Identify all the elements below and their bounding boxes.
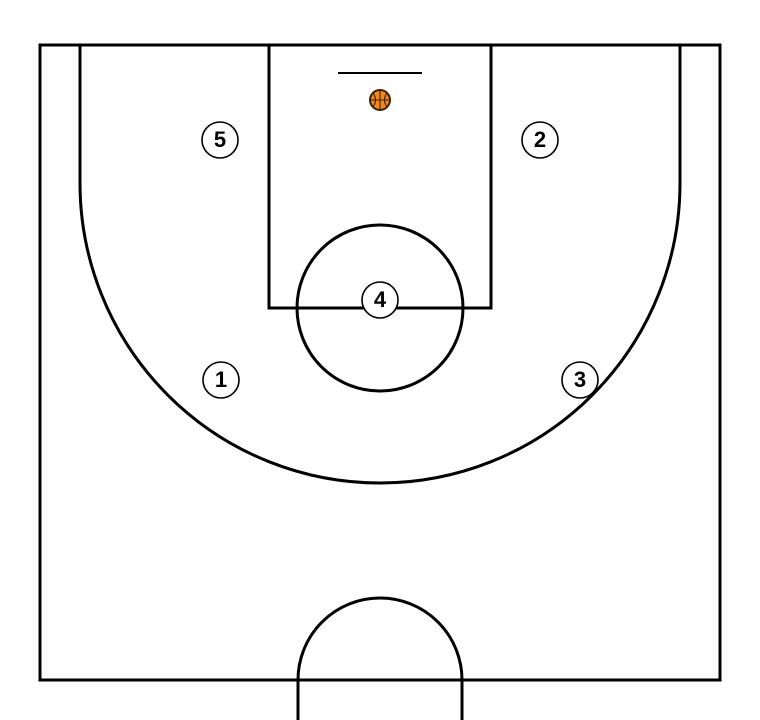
player-5-circle [201, 121, 239, 159]
free-throw-circle [295, 223, 465, 393]
ball-seams [370, 90, 390, 110]
three-point-line [78, 45, 682, 485]
player-4-marker: 4 [361, 281, 399, 319]
player-5-label: 5 [214, 127, 226, 152]
player-2-circle [521, 121, 559, 159]
player-5-marker: 5 [201, 121, 239, 159]
player-2-marker: 2 [521, 121, 559, 159]
player-3-circle [561, 361, 599, 399]
player-markers: 1 2 3 4 5 [201, 121, 599, 399]
center-circle [296, 596, 464, 720]
player-3-label: 3 [574, 367, 586, 392]
player-4-label: 4 [374, 287, 387, 312]
basketball-icon [369, 89, 391, 111]
player-3-marker: 3 [561, 361, 599, 399]
player-1-label: 1 [215, 367, 227, 392]
player-2-label: 2 [534, 127, 546, 152]
player-4-circle [361, 281, 399, 319]
player-1-circle [202, 361, 240, 399]
player-1-marker: 1 [202, 361, 240, 399]
court-lines [38, 43, 722, 720]
